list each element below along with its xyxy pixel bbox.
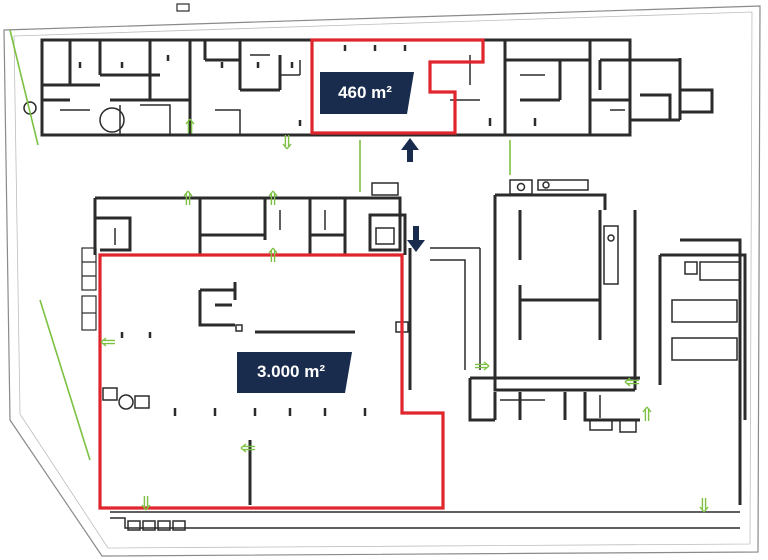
middle-building xyxy=(93,196,407,255)
site-boundary xyxy=(3,5,761,557)
exit-arrow-icon xyxy=(624,377,639,387)
upper-unit-outline xyxy=(310,38,485,135)
exit-arrow-icon xyxy=(642,406,652,421)
exit-arrow-icon xyxy=(240,443,255,453)
middle-thin-walls xyxy=(114,182,399,245)
hall-columns xyxy=(120,332,367,416)
lower-hall-outline xyxy=(98,253,445,510)
site-connectors xyxy=(9,29,511,461)
lower-hall-label-bg xyxy=(237,352,352,393)
exit-arrow-icon xyxy=(185,118,195,133)
left-shelves xyxy=(81,247,97,331)
site-boundary-inner xyxy=(13,11,753,549)
exit-arrow-icon xyxy=(268,247,278,262)
exit-arrow-icon xyxy=(268,190,278,205)
exit-arrow-icon xyxy=(100,337,115,347)
exit-arrow-icon xyxy=(699,498,709,513)
exit-arrow-icon xyxy=(141,496,151,511)
upper-unit-label-bg xyxy=(320,72,414,114)
exit-arrows xyxy=(100,118,709,513)
gate-marker xyxy=(176,3,190,12)
exit-arrow-icon xyxy=(475,361,490,371)
entrance-arrow-icon xyxy=(407,226,425,252)
far-right-thin xyxy=(671,261,741,361)
upper-building xyxy=(40,38,714,137)
hall-interior xyxy=(198,282,355,505)
right-building xyxy=(408,193,640,422)
exit-arrow-icon xyxy=(183,190,193,205)
area-label-lower-hall: 3.000 m² xyxy=(256,362,326,381)
area-label-upper-unit: 460 m² xyxy=(338,83,392,102)
exit-arrow-icon xyxy=(282,135,292,150)
bottom-strip xyxy=(110,511,740,531)
far-right-building xyxy=(658,238,747,505)
entrance-arrow-icon xyxy=(401,138,419,162)
right-thin xyxy=(430,179,637,433)
upper-dashes xyxy=(78,45,537,126)
